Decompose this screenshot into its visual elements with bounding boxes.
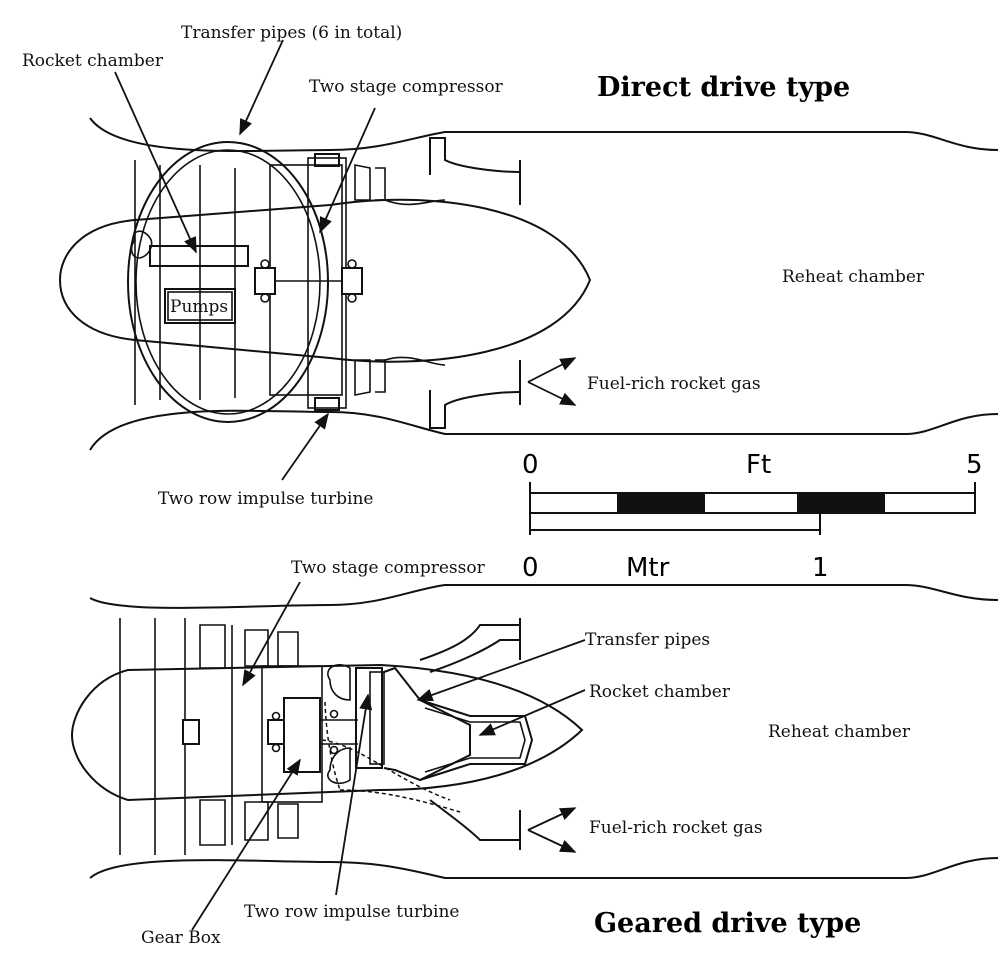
top-label-pumps: Pumps [170, 297, 228, 317]
scale-ft-start: 0 [522, 450, 539, 480]
bottom-label-fuel-gas: Fuel-rich rocket gas [589, 818, 763, 838]
top-transfer-pipe [127, 141, 329, 423]
bottom-label-transfer-pipes: Transfer pipes [585, 630, 710, 650]
top-title: Direct drive type [597, 72, 850, 103]
bottom-label-rocket-chamber: Rocket chamber [589, 682, 731, 702]
scale-bar [529, 482, 976, 535]
top-label-fuel-gas: Fuel-rich rocket gas [587, 374, 761, 394]
bottom-label-gear-box: Gear Box [141, 928, 221, 948]
scale-mtr-start: 0 [522, 553, 539, 583]
bottom-spinner [70, 663, 584, 802]
bottom-label-compressor: Two stage compressor [291, 558, 486, 578]
bottom-label-turbine: Two row impulse turbine [244, 902, 460, 922]
bottom-casing-upper [89, 584, 999, 609]
top-turbine-tip-upper [314, 153, 340, 167]
top-pumps-box [164, 288, 236, 324]
top-turbine-tip-lower [314, 397, 340, 411]
top-label-rocket-chamber: Rocket chamber [22, 51, 164, 71]
top-spinner [58, 198, 592, 363]
bottom-rocket-chamber [419, 699, 534, 781]
top-label-reheat: Reheat chamber [782, 267, 925, 287]
direct-drive-engine [58, 39, 999, 481]
top-rocket-chamber [149, 245, 249, 267]
bottom-turbine [355, 667, 383, 769]
scale-mtr-label: Mtr [626, 553, 670, 583]
bottom-transfer-pipe [383, 666, 471, 782]
bottom-title: Geared drive type [594, 908, 861, 939]
bottom-gear-box [283, 697, 321, 773]
scale-ft-label: Ft [746, 450, 771, 480]
top-casing-upper [89, 117, 999, 153]
top-compressor-block [269, 164, 343, 396]
top-label-turbine: Two row impulse turbine [158, 489, 374, 509]
top-label-transfer-pipes: Transfer pipes (6 in total) [181, 23, 402, 43]
top-label-compressor: Two stage compressor [309, 77, 504, 97]
geared-drive-engine [70, 581, 999, 931]
bottom-label-reheat: Reheat chamber [768, 722, 911, 742]
top-casing-lower [89, 409, 999, 451]
scale-ft-end: 5 [966, 450, 983, 480]
bottom-casing-lower [89, 857, 999, 879]
scale-mtr-end: 1 [812, 553, 829, 583]
